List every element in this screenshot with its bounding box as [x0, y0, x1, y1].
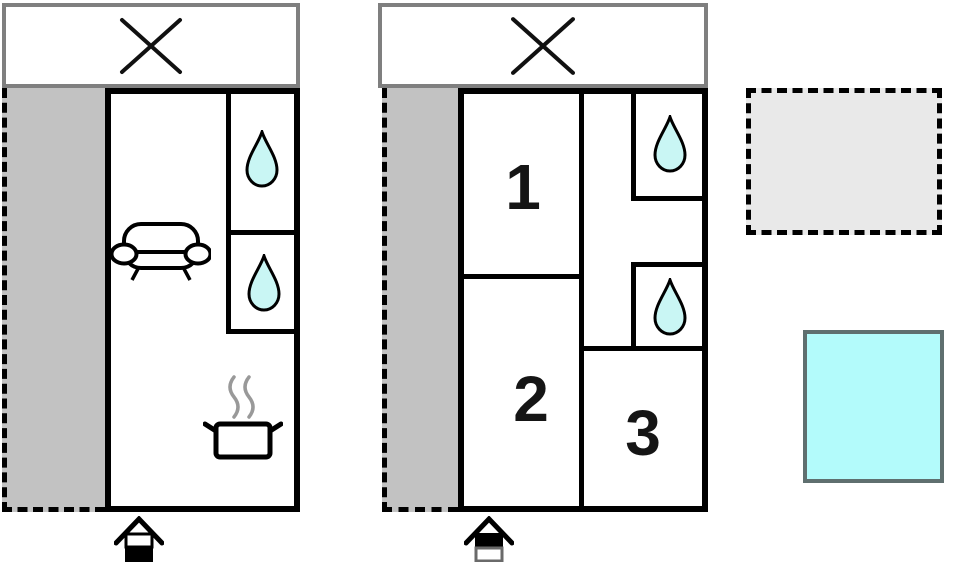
wall	[226, 329, 300, 334]
terrace-strip-left	[2, 88, 105, 512]
entrance-house-arrow-lower	[114, 516, 164, 562]
terrace-strip-right	[382, 88, 458, 512]
room-label-3: 3	[625, 397, 661, 469]
balcony-right	[378, 3, 708, 88]
water-drop-icon	[653, 115, 687, 173]
wall	[631, 262, 708, 267]
dashed-terrace-swatch	[746, 88, 942, 235]
room-label-1: 1	[505, 151, 541, 223]
wall	[579, 88, 584, 512]
wall	[458, 274, 584, 279]
pool-swatch	[803, 330, 944, 483]
wall	[631, 196, 708, 201]
sofa-icon	[111, 222, 211, 281]
entrance-house-arrow-upper	[464, 516, 514, 562]
wall	[579, 346, 708, 351]
cross-icon	[120, 17, 182, 74]
wall	[226, 88, 231, 334]
room-label-2: 2	[513, 363, 549, 435]
wall	[226, 230, 300, 235]
balcony-left	[2, 3, 300, 88]
wall	[631, 262, 636, 351]
water-drop-icon	[247, 254, 281, 312]
water-drop-icon	[653, 278, 687, 336]
wall	[631, 88, 636, 200]
cooking-pot-icon	[203, 375, 283, 460]
water-drop-icon	[245, 130, 279, 188]
cross-icon	[510, 16, 576, 75]
